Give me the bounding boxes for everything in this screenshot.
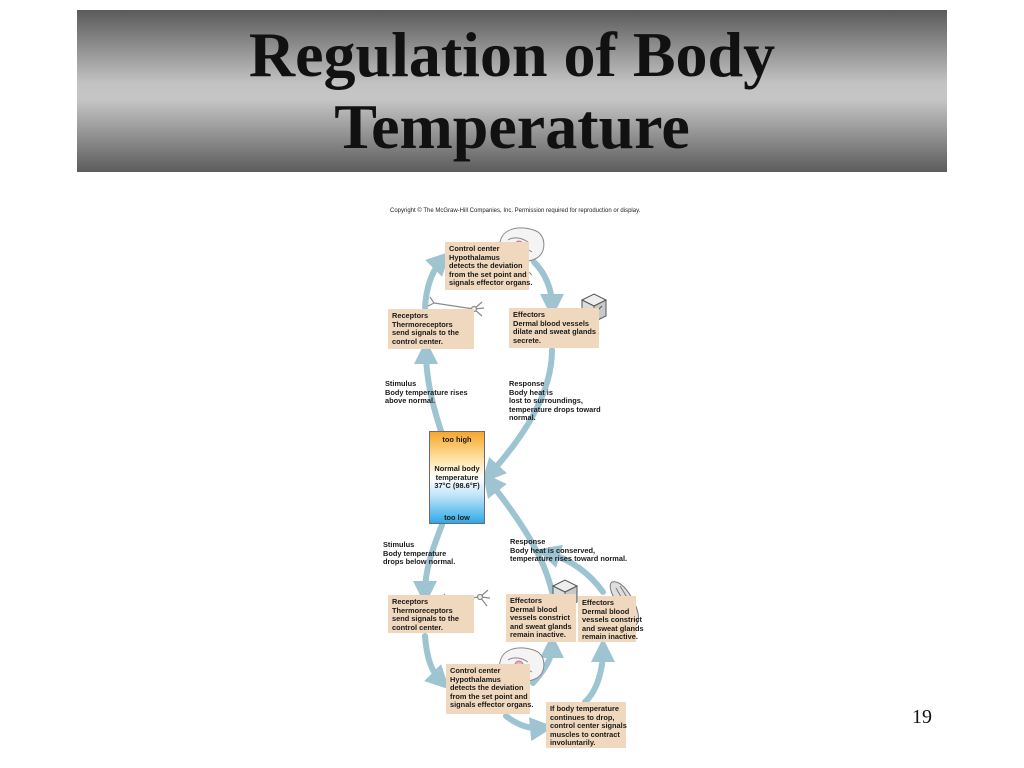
control-center-line: Hypothalamus bbox=[449, 252, 500, 262]
shivering-line: If body temperature bbox=[550, 704, 619, 713]
effectors-vessels-box-bottom: Effectors Dermal blood vessels constrict… bbox=[506, 594, 576, 642]
stimulus-text-bottom: Stimulus Body temperature drops below no… bbox=[383, 540, 456, 567]
receptors-line: control center. bbox=[392, 336, 443, 346]
effectors-line: secrete. bbox=[513, 335, 541, 345]
arrow-receptor-to-control-bottom bbox=[422, 633, 450, 690]
response-title: Response bbox=[510, 537, 546, 546]
arrow-receptor-to-control-top bbox=[422, 251, 451, 311]
stimulus-title: Stimulus bbox=[383, 540, 415, 549]
effectors-line: Dermal blood bbox=[510, 604, 558, 614]
receptors-line: send signals to the bbox=[392, 328, 459, 338]
effectors-line: dilate and sweat glands bbox=[513, 327, 596, 337]
stimulus-line: above normal. bbox=[385, 396, 436, 406]
page-number: 19 bbox=[912, 706, 932, 728]
control-center-line: from the set point and bbox=[450, 691, 528, 701]
effectors-line: Dermal blood bbox=[582, 606, 630, 616]
arrow-control-to-shivering bbox=[503, 713, 554, 742]
arrow-effectors-to-response-bottom bbox=[482, 472, 555, 595]
receptors-line: Thermoreceptors bbox=[392, 605, 453, 615]
control-center-line: Hypothalamus bbox=[450, 674, 501, 684]
copyright-notice: Copyright © The McGraw-Hill Companies, I… bbox=[390, 208, 641, 214]
too-high-label: too high bbox=[442, 435, 472, 444]
receptors-title: Receptors bbox=[392, 597, 429, 606]
effectors-line: remain inactive. bbox=[510, 630, 566, 640]
control-center-line: detects the deviation bbox=[449, 261, 523, 271]
title-line-1: Regulation of Body bbox=[248, 19, 776, 90]
stimulus-title: Stimulus bbox=[385, 379, 417, 388]
normal-line: 37°C (98.6°F) bbox=[434, 481, 480, 491]
shivering-box: If body temperature continues to drop, c… bbox=[546, 702, 627, 748]
response-line: Body heat is bbox=[509, 387, 553, 397]
title-line-2: Temperature bbox=[334, 91, 690, 162]
receptors-box-top: Receptors Thermoreceptors send signals t… bbox=[388, 309, 474, 349]
response-line: temperature rises toward normal. bbox=[510, 554, 628, 564]
normal-line: temperature bbox=[435, 472, 479, 482]
response-text-bottom: Response Body heat is conserved, tempera… bbox=[510, 537, 628, 564]
normal-line: Normal body bbox=[434, 464, 480, 473]
effectors-line: remain inactive. bbox=[582, 632, 638, 642]
arrow-control-to-effector-top bbox=[531, 259, 564, 318]
response-line: lost to surroundings, bbox=[509, 396, 583, 406]
shivering-line: continues to drop, bbox=[550, 712, 615, 722]
effectors-title: Effectors bbox=[582, 598, 615, 607]
arrow-control-to-effector-bottom bbox=[530, 634, 564, 686]
stimulus-text-top: Stimulus Body temperature rises above no… bbox=[385, 379, 468, 406]
receptors-title: Receptors bbox=[392, 311, 429, 320]
control-center-box-bottom: Control center Hypothalamus detects the … bbox=[446, 664, 534, 714]
arrow-thermo-to-receptor-bottom bbox=[413, 522, 445, 605]
effectors-line: and sweat glands bbox=[510, 621, 572, 631]
arrow-effector-to-response-top bbox=[481, 347, 555, 483]
shivering-line: involuntarily. bbox=[550, 738, 596, 748]
normal-temperature-label: Normal body temperature 37°C (98.6°F) bbox=[430, 464, 484, 491]
receptors-line: send signals to the bbox=[392, 614, 459, 624]
arrow-shivering-to-glands bbox=[582, 638, 615, 705]
stimulus-line: Body temperature bbox=[383, 548, 447, 558]
effectors-title: Effectors bbox=[513, 310, 546, 319]
arrow-glands-to-response-bottom bbox=[536, 544, 606, 595]
effectors-line: Dermal blood vessels bbox=[513, 318, 589, 328]
too-low-label: too low bbox=[444, 513, 470, 522]
response-title: Response bbox=[509, 379, 545, 388]
control-center-line: detects the deviation bbox=[450, 683, 524, 693]
effectors-glands-box-bottom: Effectors Dermal blood vessels constrict… bbox=[578, 596, 644, 642]
effectors-box-top: Effectors Dermal blood vessels dilate an… bbox=[509, 308, 599, 348]
control-center-title: Control center bbox=[449, 244, 500, 253]
response-line: Body heat is conserved, bbox=[510, 545, 596, 555]
shivering-line: control center signals bbox=[550, 721, 627, 731]
response-text-top: Response Body heat is lost to surroundin… bbox=[509, 379, 601, 423]
effectors-line: and sweat glands bbox=[582, 623, 644, 633]
control-center-line: signals effector organs. bbox=[450, 700, 534, 710]
control-center-line: from the set point and bbox=[449, 269, 527, 279]
title-banner: Regulation of Body Temperature bbox=[77, 10, 947, 172]
control-center-line: signals effector organs. bbox=[449, 278, 533, 288]
stimulus-line: Body temperature rises bbox=[385, 387, 468, 397]
response-line: normal. bbox=[509, 413, 536, 423]
response-line: temperature drops toward bbox=[509, 404, 601, 414]
control-center-box-top: Control center Hypothalamus detects the … bbox=[445, 242, 533, 290]
effectors-line: vessels constrict bbox=[582, 615, 642, 625]
temperature-scale: too high Normal body temperature 37°C (9… bbox=[429, 431, 485, 524]
stimulus-line: drops below normal. bbox=[383, 557, 456, 567]
receptors-line: control center. bbox=[392, 622, 443, 632]
effectors-title: Effectors bbox=[510, 596, 543, 605]
receptors-line: Thermoreceptors bbox=[392, 319, 453, 329]
shivering-line: muscles to contract bbox=[550, 729, 620, 739]
arrow-stimulus-to-receptor-top bbox=[414, 340, 444, 434]
control-center-title: Control center bbox=[450, 666, 501, 675]
effectors-line: vessels constrict bbox=[510, 613, 570, 623]
receptors-box-bottom: Receptors Thermoreceptors send signals t… bbox=[388, 595, 474, 633]
